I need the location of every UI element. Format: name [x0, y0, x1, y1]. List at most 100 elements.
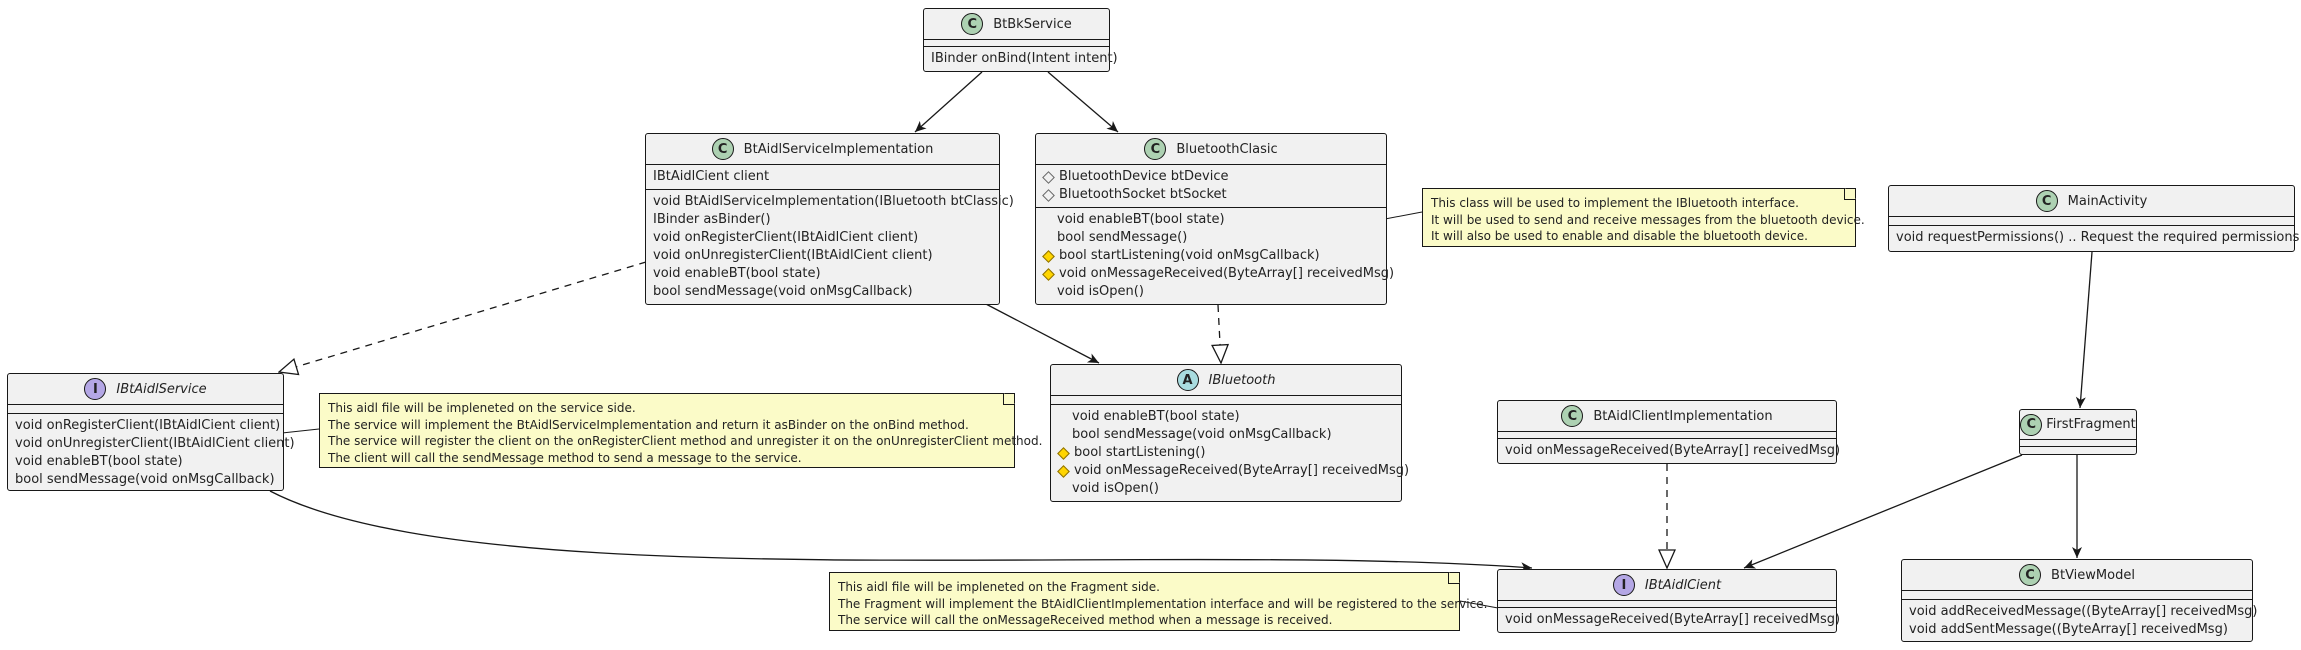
fields-section [1889, 217, 2294, 226]
field: BluetoothDevice btDevice [1042, 168, 1379, 186]
method: void addReceivedMessage((ByteArray[] rec… [1909, 604, 2258, 619]
methods-section: void enableBT(bool state) bool sendMessa… [1051, 405, 1409, 501]
method-text: void enableBT(bool state) [1072, 409, 1240, 424]
class-badge-icon: C [711, 138, 734, 160]
method: void onUnregisterClient(IBtAidlCient cli… [15, 436, 295, 451]
method: void enableBT(bool state) [1058, 408, 1394, 426]
class-badge-icon: C [1561, 405, 1584, 427]
note-line: It will also be used to enable and disab… [1431, 229, 1808, 243]
note-link-bluetooth [1384, 211, 1423, 220]
class-badge-icon: C [2020, 413, 2043, 436]
note-service-side: This aidl file will be impleneted on the… [319, 393, 1043, 468]
class-badge-icon: C [2019, 564, 2042, 586]
class-btaidlserviceimplementation[interactable]: C BtAidlServiceImplementation IBtAidlCien… [645, 133, 1014, 305]
edge-bluetoothclasic-realizes-ibluetooth [1218, 304, 1221, 363]
note-line: The client will call the sendMessage met… [328, 450, 802, 465]
protected-visibility-icon [1057, 464, 1070, 478]
fields-section: IBtAidlCient client [646, 165, 999, 190]
method: IBinder onBind(Intent intent) [931, 51, 1118, 66]
method-text: bool startListening(void onMsgCallback) [1059, 248, 1320, 263]
method: void enableBT(bool state) [653, 266, 821, 281]
method-text: void enableBT(bool state) [1057, 212, 1225, 227]
method-text: bool sendMessage(void onMsgCallback) [1072, 427, 1332, 442]
edge-firstfragment-to-ibtaidlcient [1743, 454, 2023, 569]
protected-visibility-icon [1042, 170, 1055, 184]
note-fold-icon [1844, 188, 1856, 200]
method: void onMessageReceived(ByteArray[] recei… [1042, 265, 1394, 283]
class-header: C BtAidlServiceImplementation [646, 134, 999, 165]
note-fragment-side: This aidl file will be impleneted on the… [829, 572, 1487, 631]
fields-section [1498, 601, 1836, 608]
methods-section [2020, 447, 2136, 454]
fields-section [1498, 432, 1836, 439]
class-btviewmodel[interactable]: C BtViewModel void addReceivedMessage((By… [1901, 559, 2258, 642]
method: void requestPermissions() .. Request the… [1896, 230, 2300, 245]
field: BluetoothSocket btSocket [1042, 186, 1379, 204]
note-bluetoothclasic: This class will be used to implement the… [1422, 188, 1865, 247]
method: bool startListening() [1057, 444, 1394, 462]
note-line: This aidl file will be impleneted on the… [838, 580, 1160, 594]
method: void onMessageReceived(ByteArray[] recei… [1505, 443, 1841, 458]
fields-section [1051, 396, 1401, 405]
methods-section: void onMessageReceived(ByteArray[] recei… [1498, 608, 1840, 632]
method: bool sendMessage() [1043, 229, 1379, 247]
methods-section: void requestPermissions() .. Request the… [1889, 226, 2300, 250]
method-text: void onMessageReceived(ByteArray[] recei… [1074, 463, 1410, 478]
class-name: BtAidlServiceImplementation [743, 141, 934, 157]
method: void onMessageReceived(ByteArray[] recei… [1057, 462, 1409, 480]
class-bluetoothclasic[interactable]: C BluetoothClasic BluetoothDevice btDevic… [1035, 133, 1394, 305]
method-text: bool sendMessage() [1057, 230, 1188, 245]
method: void onRegisterClient(IBtAidlCient clien… [653, 230, 919, 245]
edge-mainactivity-to-firstfragment [2075, 251, 2093, 409]
fields-section [8, 405, 283, 414]
edge-btbkservice-to-bluetoothclasic [1047, 71, 1119, 133]
class-name: BluetoothClasic [1176, 141, 1278, 157]
note-line: It will be used to send and receive mess… [1431, 212, 1865, 227]
method: void isOpen() [1043, 283, 1379, 301]
method: void enableBT(bool state) [1043, 211, 1379, 229]
interface-badge-icon: I [84, 378, 107, 400]
class-header: C BluetoothClasic [1036, 134, 1386, 165]
field-text: BluetoothSocket btSocket [1059, 187, 1227, 202]
note-fold-icon [1003, 393, 1015, 405]
method: IBinder asBinder() [653, 212, 771, 227]
methods-section: void enableBT(bool state) bool sendMessa… [1036, 208, 1394, 304]
class-badge-icon: C [961, 13, 984, 35]
note-line: This class will be used to implement the… [1431, 196, 1799, 210]
method: void onUnregisterClient(IBtAidlCient cli… [653, 248, 933, 263]
method-text: void onMessageReceived(ByteArray[] recei… [1059, 266, 1395, 281]
class-badge-icon: C [1144, 138, 1167, 160]
note-line: The service will implement the BtAidlSer… [328, 417, 969, 432]
methods-section: void onMessageReceived(ByteArray[] recei… [1498, 439, 1841, 463]
class-badge-icon: C [2035, 190, 2058, 212]
method-text: void isOpen() [1072, 481, 1159, 496]
method: void addSentMessage((ByteArray[] receive… [1909, 622, 2228, 637]
edge-btaidlserviceimpl-to-ibluetooth [983, 302, 1100, 364]
class-name: BtViewModel [2051, 567, 2135, 583]
note-fold-icon [1448, 572, 1460, 584]
fields-section [924, 40, 1109, 47]
note-link-service [281, 428, 320, 434]
note-line: The service will call the onMessageRecei… [838, 613, 1333, 627]
methods-section: void addReceivedMessage((ByteArray[] rec… [1902, 600, 2258, 642]
note-line: The service will register the client on … [328, 434, 1043, 448]
edge-btaidlserviceimpl-realizes-ibtaidlservice [279, 261, 647, 372]
method: bool sendMessage(void onMsgCallback) [653, 284, 913, 299]
method: bool sendMessage(void onMsgCallback) [15, 472, 275, 487]
method: void isOpen() [1058, 480, 1394, 498]
method: void BtAidlServiceImplementation(IBlueto… [653, 194, 1014, 209]
